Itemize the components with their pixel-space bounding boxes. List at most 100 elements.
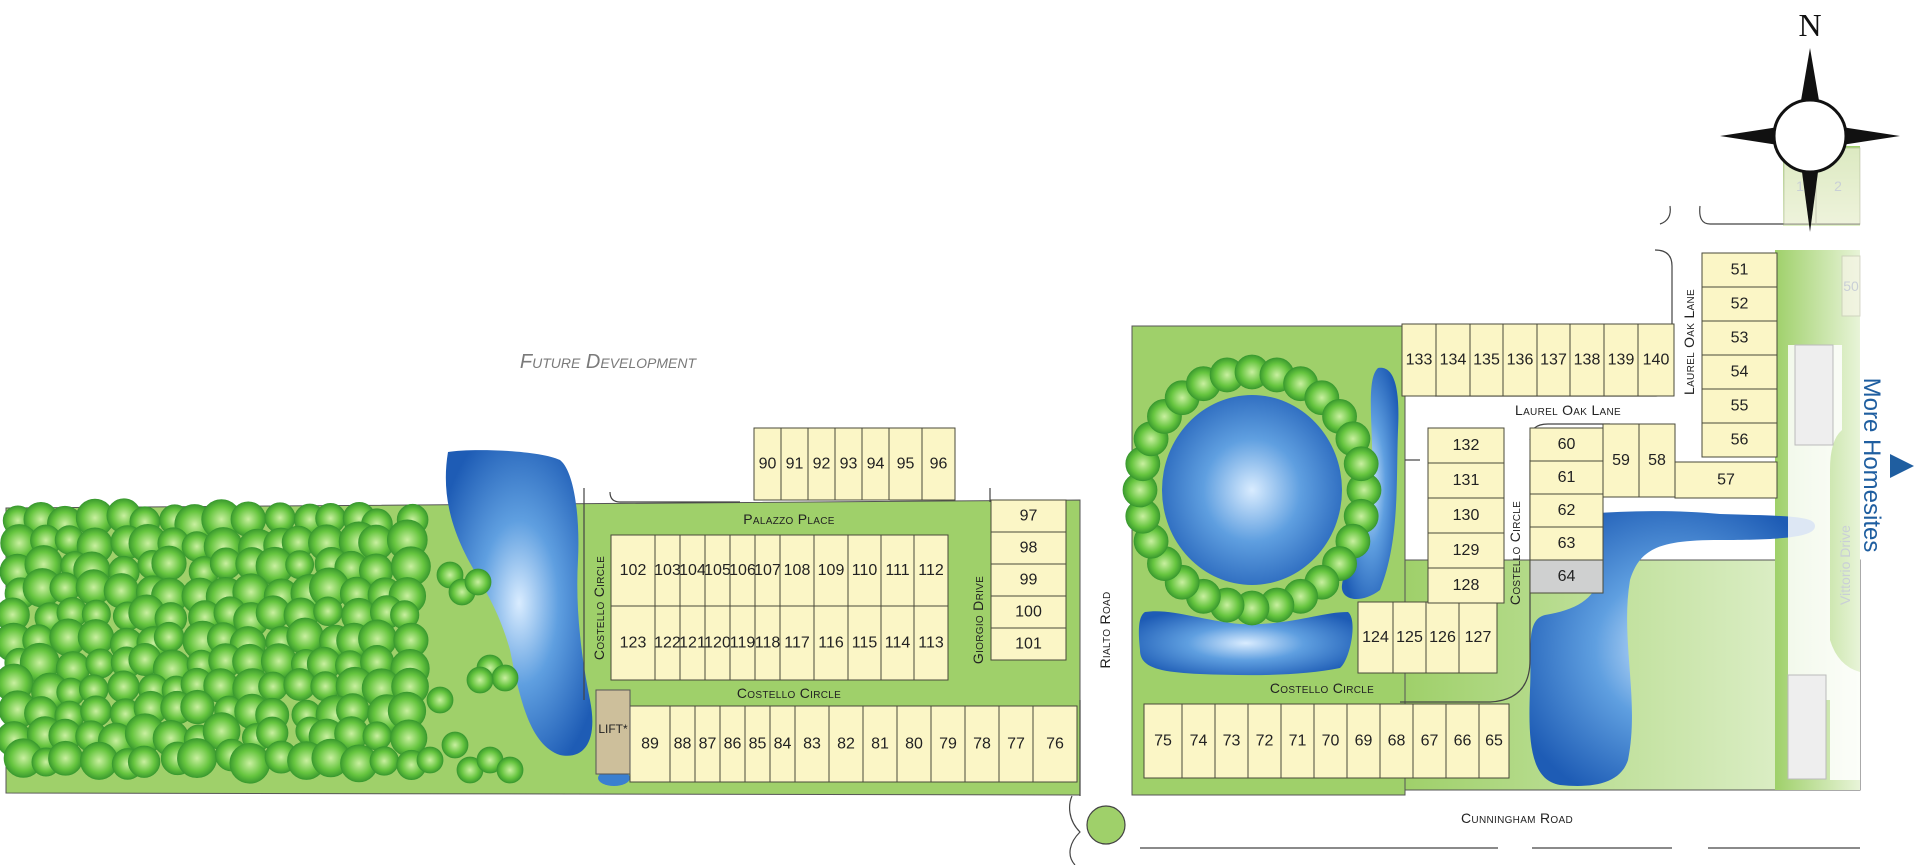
- lot-98-parcel[interactable]: [990, 531, 1067, 565]
- lot-86[interactable]: 86: [719, 705, 746, 783]
- lot-109[interactable]: 109: [813, 534, 849, 607]
- lot-53[interactable]: 53: [1701, 320, 1778, 356]
- lot-83-parcel[interactable]: [794, 705, 830, 783]
- lot-67-parcel[interactable]: [1412, 703, 1447, 779]
- lot-91[interactable]: 91: [780, 427, 809, 501]
- lot-69[interactable]: 69: [1346, 703, 1381, 779]
- lot-61[interactable]: 61: [1529, 460, 1604, 495]
- lot-76[interactable]: 76: [1032, 705, 1078, 783]
- lot-82[interactable]: 82: [828, 705, 864, 783]
- lot-99-parcel[interactable]: [990, 563, 1067, 597]
- lot-63-parcel[interactable]: [1529, 526, 1604, 561]
- lot-126[interactable]: 126: [1425, 601, 1460, 674]
- lot-113[interactable]: 113: [913, 605, 949, 681]
- lot-84[interactable]: 84: [769, 705, 796, 783]
- lot-115[interactable]: 115: [847, 605, 882, 681]
- lot-58-parcel[interactable]: [1638, 423, 1676, 498]
- lot-131[interactable]: 131: [1427, 462, 1505, 499]
- lot-77[interactable]: 77: [998, 705, 1034, 783]
- lot-97-parcel[interactable]: [990, 499, 1067, 533]
- lot-73-parcel[interactable]: [1214, 703, 1249, 779]
- lot-57[interactable]: 57: [1674, 461, 1778, 499]
- lot-53-parcel[interactable]: [1701, 320, 1778, 356]
- lot-94[interactable]: 94: [861, 427, 890, 501]
- lot-124-parcel[interactable]: [1357, 601, 1394, 674]
- lot-65[interactable]: 65: [1478, 703, 1510, 779]
- lot-67[interactable]: 67: [1412, 703, 1447, 779]
- lot-68-parcel[interactable]: [1379, 703, 1414, 779]
- lot-96-parcel[interactable]: [921, 427, 956, 501]
- lot-125[interactable]: 125: [1392, 601, 1427, 674]
- lot-80[interactable]: 80: [896, 705, 932, 783]
- lot-139[interactable]: 139: [1603, 323, 1639, 397]
- lot-135-parcel[interactable]: [1469, 323, 1504, 397]
- lot-112[interactable]: 112: [913, 534, 949, 607]
- arrow-right-icon[interactable]: [1890, 454, 1914, 478]
- lot-124[interactable]: 124: [1357, 601, 1394, 674]
- lot-137[interactable]: 137: [1536, 323, 1571, 397]
- lot-132[interactable]: 132: [1427, 427, 1505, 464]
- lot-128-parcel[interactable]: [1427, 567, 1505, 604]
- lot-106-parcel[interactable]: [729, 534, 756, 607]
- lot-131-parcel[interactable]: [1427, 462, 1505, 499]
- lot-114-parcel[interactable]: [880, 605, 915, 681]
- lot-137-parcel[interactable]: [1536, 323, 1571, 397]
- lot-94-parcel[interactable]: [861, 427, 890, 501]
- lot-108[interactable]: 108: [779, 534, 815, 607]
- lot-130-parcel[interactable]: [1427, 497, 1505, 534]
- lot-117-parcel[interactable]: [779, 605, 815, 681]
- lot-55[interactable]: 55: [1701, 388, 1778, 424]
- lot-59[interactable]: 59: [1602, 423, 1640, 498]
- lot-73[interactable]: 73: [1214, 703, 1249, 779]
- lot-103[interactable]: 103: [654, 534, 681, 607]
- lot-87-parcel[interactable]: [694, 705, 721, 783]
- lot-90[interactable]: 90: [753, 427, 782, 501]
- lot-108-parcel[interactable]: [779, 534, 815, 607]
- lot-96[interactable]: 96: [921, 427, 956, 501]
- lot-126-parcel[interactable]: [1425, 601, 1460, 674]
- lot-76-parcel[interactable]: [1032, 705, 1078, 783]
- lot-54[interactable]: 54: [1701, 354, 1778, 390]
- more-homesites-link[interactable]: More Homesites: [1858, 378, 1914, 553]
- lot-55-parcel[interactable]: [1701, 388, 1778, 424]
- lot-52-parcel[interactable]: [1701, 286, 1778, 322]
- lot-135[interactable]: 135: [1469, 323, 1504, 397]
- lot-111[interactable]: 111: [880, 534, 915, 607]
- lot-119-parcel[interactable]: [729, 605, 756, 681]
- lot-125-parcel[interactable]: [1392, 601, 1427, 674]
- lot-85[interactable]: 85: [744, 705, 771, 783]
- lot-128[interactable]: 128: [1427, 567, 1505, 604]
- lot-64-parcel[interactable]: [1529, 559, 1604, 594]
- lot-105[interactable]: 105: [704, 534, 731, 607]
- lot-85-parcel[interactable]: [744, 705, 771, 783]
- lot-107[interactable]: 107: [754, 534, 781, 607]
- lot-102[interactable]: 102: [610, 534, 656, 607]
- lot-113-parcel[interactable]: [913, 605, 949, 681]
- lot-112-parcel[interactable]: [913, 534, 949, 607]
- lot-120-parcel[interactable]: [704, 605, 731, 681]
- lot-78[interactable]: 78: [964, 705, 1000, 783]
- lot-129-parcel[interactable]: [1427, 532, 1505, 569]
- lot-123[interactable]: 123: [610, 605, 656, 681]
- lot-127-parcel[interactable]: [1458, 601, 1498, 674]
- lot-102-parcel[interactable]: [610, 534, 656, 607]
- lot-114[interactable]: 114: [880, 605, 915, 681]
- lot-129[interactable]: 129: [1427, 532, 1505, 569]
- lot-56-parcel[interactable]: [1701, 422, 1778, 458]
- lot-56[interactable]: 56: [1701, 422, 1778, 458]
- lot-88[interactable]: 88: [669, 705, 696, 783]
- lot-103-parcel[interactable]: [654, 534, 681, 607]
- lot-116[interactable]: 116: [813, 605, 849, 681]
- lot-97[interactable]: 97: [990, 499, 1067, 533]
- lot-51[interactable]: 51: [1701, 252, 1778, 288]
- lot-101[interactable]: 101: [990, 627, 1067, 661]
- lot-101-parcel[interactable]: [990, 627, 1067, 661]
- lot-79-parcel[interactable]: [930, 705, 966, 783]
- lot-132-parcel[interactable]: [1427, 427, 1505, 464]
- lot-58[interactable]: 58: [1638, 423, 1676, 498]
- lot-123-parcel[interactable]: [610, 605, 656, 681]
- lot-75-parcel[interactable]: [1143, 703, 1183, 779]
- lot-89-parcel[interactable]: [629, 705, 671, 783]
- lot-136-parcel[interactable]: [1502, 323, 1538, 397]
- lot-71[interactable]: 71: [1280, 703, 1315, 779]
